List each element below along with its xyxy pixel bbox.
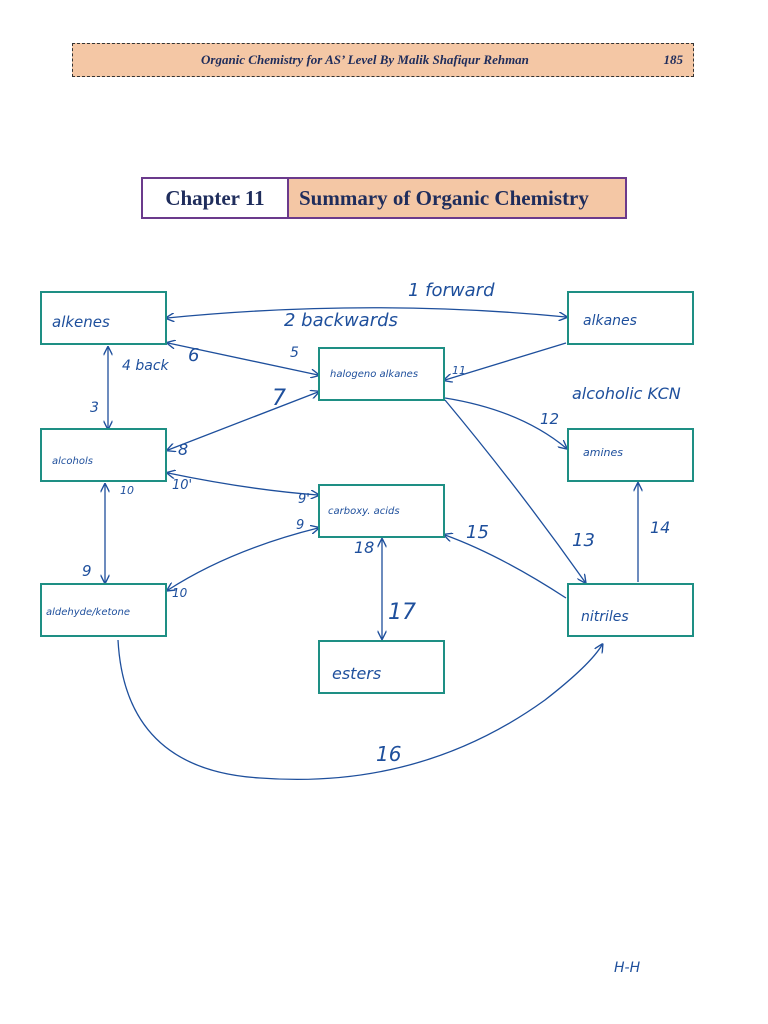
chapter-heading: Chapter 11 Summary of Organic Chemistry [141,177,627,219]
note-9-left: 9 [82,562,92,580]
arrow-alcohols-halogeno [168,392,318,450]
arrow-halogeno-nitriles [444,399,585,582]
chapter-label: Chapter 11 [143,179,289,217]
label-esters: esters [332,664,382,683]
note-17: 17 [388,600,416,625]
note-10-top: 10 [120,484,134,497]
header-title: Organic Chemistry for AS’ Level By Malik… [201,52,529,67]
label-nitriles: nitriles [581,609,629,625]
note-6: 6 [188,345,200,366]
note-8: 8 [178,440,189,459]
arrow-nitriles-acids [445,535,567,599]
arrow-alkenes-halogeno [168,343,318,375]
note-10-prime: 10' [172,478,193,493]
note-18: 18 [354,538,375,557]
note-16: 16 [376,742,402,766]
note-4-back: 4 back [122,358,169,374]
node-halogenoalkanes: halogeno alkanes [318,347,445,401]
node-aldehyde-ketone: aldehyde/ketone [40,583,167,637]
note-forward: 1 forward [408,280,495,301]
note-14: 14 [650,518,671,537]
node-esters: esters [318,640,445,694]
arrow-alkanes-halogeno [445,342,567,380]
note-9-acid: 9 [296,518,305,533]
node-carboxylic-acids: carboxy. acids [318,484,445,538]
arrow-halogeno-amines [444,397,566,448]
note-15: 15 [466,522,489,543]
node-alkanes: alkanes [567,291,694,345]
node-amines: amines [567,428,694,482]
page-number: 185 [663,52,684,67]
note-3: 3 [90,400,99,416]
label-alcohols: alcohols [52,456,93,467]
footer-initials: H-H [614,960,641,976]
note-5: 5 [290,345,299,361]
note-backwards: 2 backwards [284,310,398,331]
arrow-alcohols-acids [168,473,318,495]
label-alkanes: alkanes [583,313,637,329]
note-alcoholic-kcn: alcoholic KCN [572,384,681,403]
node-alkenes: alkenes [40,291,167,345]
node-nitriles: nitriles [567,583,694,637]
label-halogenoalkanes: halogeno alkanes [330,369,419,380]
note-11: 11 [452,364,466,377]
arrow-aldehyde-nitriles [117,639,602,781]
node-alcohols: alcohols [40,428,167,482]
note-12: 12 [540,410,560,428]
note-7: 7 [272,386,286,411]
label-alkenes: alkenes [52,313,110,331]
note-9-prime: 9' [298,492,310,507]
note-10-bottom: 10 [172,586,188,600]
label-amines: amines [583,446,623,459]
arrow-acids-aldehyde [168,528,318,590]
label-carboxylic-acids: carboxy. acids [328,506,400,517]
arrow-alkenes-alkanes [167,307,566,318]
page-header: Organic Chemistry for AS’ Level By Malik… [72,43,694,77]
chapter-title: Summary of Organic Chemistry [289,179,625,217]
label-aldehyde-ketone: aldehyde/ketone [46,607,131,618]
note-13: 13 [572,530,595,551]
